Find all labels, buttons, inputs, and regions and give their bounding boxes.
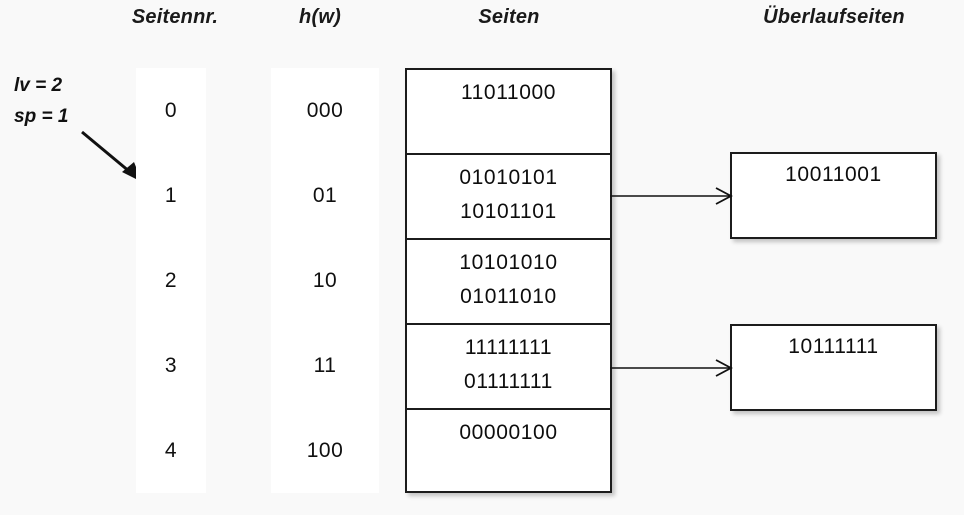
legend-sp-value: sp = 1	[14, 106, 69, 127]
legend-lv-value: lv = 2	[14, 75, 63, 96]
column-header-ueberlaufseiten: Überlaufseiten	[763, 6, 905, 28]
seiten-record-value: 10101010	[459, 251, 558, 274]
seiten-record-value: 01010101	[459, 166, 558, 189]
seiten-row: 10101010 01011010	[407, 240, 610, 325]
level-split-legend: lv = 2 sp = 1	[14, 70, 68, 132]
seiten-record-value: 11111111	[464, 336, 553, 359]
seiten-record-value: 00000100	[459, 421, 558, 444]
column-header-seitennr: Seitennr.	[131, 6, 219, 28]
arrow-right-icon	[610, 359, 733, 377]
overflow-page-box: 10011001	[730, 152, 937, 239]
column-panel-seitennr: 0 1 2 3 4	[136, 68, 206, 493]
seiten-block: 11011000 01010101 10101101 10101010 01011010…	[405, 68, 612, 493]
arrow-right-icon	[610, 187, 733, 205]
seitennr-cell: 2	[164, 268, 178, 292]
overflow-record-value: 10011001	[785, 163, 882, 186]
seiten-row: 01010101 10101101	[407, 155, 610, 240]
hw-cell: 100	[306, 438, 344, 462]
hw-cell: 10	[312, 268, 338, 292]
hw-cell: 01	[312, 183, 338, 207]
overflow-record-value: 10111111	[788, 335, 879, 358]
hw-cell: 11	[313, 353, 337, 377]
column-header-hw: h(w)	[299, 6, 341, 28]
column-header-seiten: Seiten	[478, 6, 540, 28]
seiten-row: 11111111 01111111	[407, 325, 610, 410]
seiten-record-value: 01111111	[464, 370, 553, 393]
seitennr-cell: 3	[164, 353, 178, 377]
seiten-row: 11011000	[407, 70, 610, 155]
seiten-record-value: 10101101	[460, 200, 557, 223]
seitennr-cell: 0	[164, 98, 178, 122]
overflow-page-box: 10111111	[730, 324, 937, 411]
seitennr-cell: 1	[164, 183, 178, 207]
column-panel-hw: 000 01 10 11 100	[271, 68, 379, 493]
hw-cell: 000	[306, 98, 344, 122]
seiten-row: 00000100	[407, 410, 610, 495]
seitennr-cell: 4	[164, 438, 178, 462]
seiten-record-value: 01011010	[460, 285, 557, 308]
seiten-record-value: 11011000	[460, 81, 557, 104]
